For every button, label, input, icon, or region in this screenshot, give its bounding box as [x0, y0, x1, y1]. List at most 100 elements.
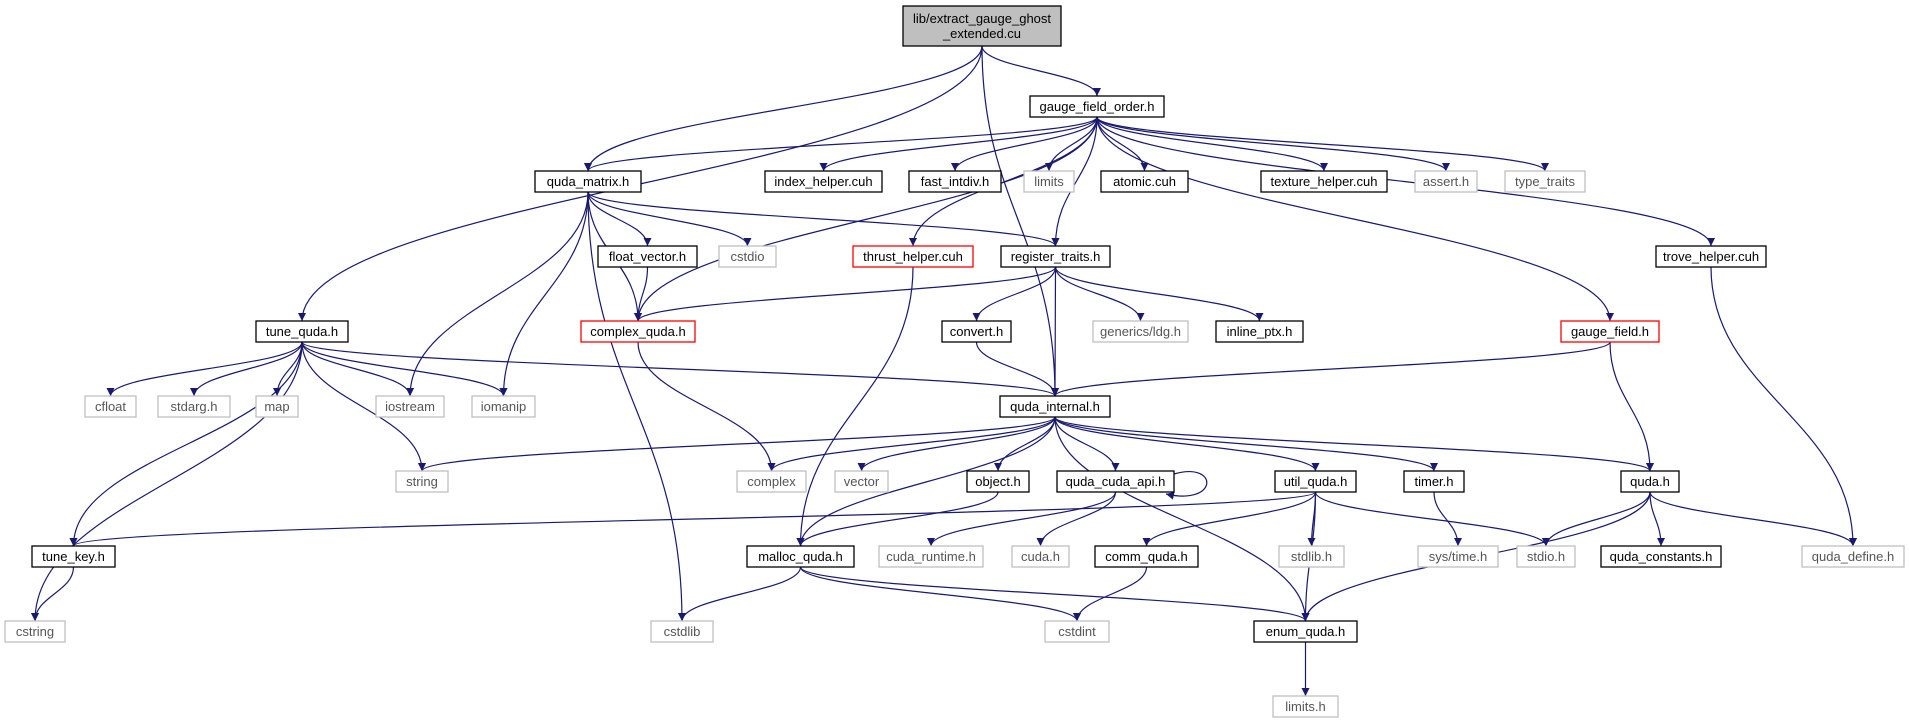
node-iomanip[interactable]: iomanip [471, 395, 536, 418]
node-limits[interactable]: limits [1023, 170, 1075, 193]
node-label: index_helper.cuh [774, 174, 872, 189]
node-box [736, 470, 807, 493]
node-label: type_traits [1515, 174, 1575, 189]
node-texture-helper[interactable]: texture_helper.cuh [1260, 170, 1388, 193]
node-gauge-field[interactable]: gauge_field.h [1560, 320, 1660, 343]
node-index-helper[interactable]: index_helper.cuh [764, 170, 883, 193]
node-box [1278, 545, 1345, 568]
edge-tune_quda-to-cstring [31, 341, 303, 622]
node-label: inline_ptx.h [1227, 324, 1293, 339]
node-cuda[interactable]: cuda.h [1011, 545, 1070, 568]
node-quda-cuda-api[interactable]: quda_cuda_api.h [1056, 470, 1175, 493]
node-object[interactable]: object.h [966, 470, 1030, 493]
node-label: cfloat [95, 399, 126, 414]
edge-util_quda-to-comm_quda [1142, 491, 1317, 547]
edge-gauge_field_order-to-type_traits [1096, 116, 1549, 172]
edge-malloc_quda-to-cstdlib [678, 566, 802, 622]
node-timer[interactable]: timer.h [1403, 470, 1465, 493]
node-stdio[interactable]: stdio.h [1516, 545, 1576, 568]
node-box [1600, 545, 1722, 568]
node-atomic[interactable]: atomic.cuh [1100, 170, 1189, 193]
node-label: comm_quda.h [1105, 549, 1187, 564]
node-fast-intdiv[interactable]: fast_intdiv.h [908, 170, 1002, 193]
edge-thrust_helper-to-malloc_quda [796, 266, 914, 547]
node-label: sys/time.h [1429, 549, 1488, 564]
node-box [852, 245, 974, 268]
node-sys-time[interactable]: sys/time.h [1417, 545, 1499, 568]
node-cstdio[interactable]: cstdio [718, 245, 777, 268]
node-comm-quda[interactable]: comm_quda.h [1094, 545, 1199, 568]
node-complex-quda[interactable]: complex_quda.h [580, 320, 696, 343]
node-quda-constants[interactable]: quda_constants.h [1600, 545, 1722, 568]
node-label: stdlib.h [1291, 549, 1332, 564]
node-malloc-quda[interactable]: malloc_quda.h [746, 545, 855, 568]
node-stdlib[interactable]: stdlib.h [1278, 545, 1345, 568]
edge-tune_quda-to-iostream [301, 341, 414, 397]
node-box [1044, 620, 1110, 643]
edge-quda_cuda_api-to-cuda [1036, 491, 1117, 547]
node-box [84, 395, 137, 418]
node-iostream[interactable]: iostream [375, 395, 445, 418]
node-string[interactable]: string [395, 470, 449, 493]
node-gauge-field-order[interactable]: gauge_field_order.h [1029, 95, 1165, 118]
node-enum-quda[interactable]: enum_quda.h [1253, 620, 1358, 643]
node-box [1417, 545, 1499, 568]
edge-trove_helper-to-quda_define [1710, 266, 1857, 547]
node-util-quda[interactable]: util_quda.h [1274, 470, 1357, 493]
node-cuda-runtime[interactable]: cuda_runtime.h [878, 545, 984, 568]
node-box [157, 395, 231, 418]
node-box [999, 395, 1111, 418]
node-label: quda_cuda_api.h [1066, 474, 1166, 489]
node-quda-internal[interactable]: quda_internal.h [999, 395, 1111, 418]
node-thrust-helper[interactable]: thrust_helper.cuh [852, 245, 974, 268]
node-label: vector [844, 474, 880, 489]
node-box [1620, 470, 1680, 493]
node-box [1274, 470, 1357, 493]
node-box [1260, 170, 1388, 193]
edge-quda-to-quda_define [1649, 491, 1857, 547]
node-vector[interactable]: vector [834, 470, 889, 493]
node-quda-matrix[interactable]: quda_matrix.h [534, 170, 642, 193]
node-box [580, 320, 696, 343]
node-quda-define[interactable]: quda_define.h [1801, 545, 1905, 568]
node-root[interactable]: lib/extract_gauge_ghost_extended.cu [902, 5, 1062, 47]
node-box [597, 245, 698, 268]
node-cstring[interactable]: cstring [4, 620, 66, 643]
edge-gauge_field_order-to-quda_matrix [584, 116, 1098, 172]
node-map[interactable]: map [255, 395, 299, 418]
node-generics-ldg[interactable]: generics/ldg.h [1092, 320, 1189, 343]
node-cfloat[interactable]: cfloat [84, 395, 137, 418]
node-limits-h[interactable]: limits.h [1272, 695, 1339, 718]
node-quda[interactable]: quda.h [1620, 470, 1680, 493]
edge-complex_quda-to-complex [637, 341, 776, 472]
edge-quda_matrix-to-register_traits [587, 191, 1060, 247]
node-label: _extended.cu [942, 26, 1021, 41]
node-assert[interactable]: assert.h [1414, 170, 1478, 193]
node-stdarg[interactable]: stdarg.h [157, 395, 231, 418]
node-type-traits[interactable]: type_traits [1504, 170, 1586, 193]
node-box [1801, 545, 1905, 568]
edge-quda-to-stdio [1542, 491, 1651, 547]
node-label: float_vector.h [609, 249, 686, 264]
node-tune-quda[interactable]: tune_quda.h [255, 320, 349, 343]
edge-quda_matrix-to-iomanip [499, 191, 589, 397]
edge-layer [31, 45, 1857, 696]
node-complex[interactable]: complex [736, 470, 807, 493]
edge-quda_internal-to-string [418, 416, 1056, 472]
edge-quda_matrix-to-cstdlib [587, 191, 686, 622]
node-float-vector[interactable]: float_vector.h [597, 245, 698, 268]
node-label: cstdio [731, 249, 765, 264]
node-tune-key[interactable]: tune_key.h [31, 545, 116, 568]
node-cstdlib[interactable]: cstdlib [650, 620, 714, 643]
node-label: texture_helper.cuh [1271, 174, 1378, 189]
edge-convert-to-quda_internal [975, 341, 1059, 397]
node-inline-ptx[interactable]: inline_ptx.h [1215, 320, 1304, 343]
node-cstdint[interactable]: cstdint [1044, 620, 1110, 643]
node-register-traits[interactable]: register_traits.h [1000, 245, 1111, 268]
edge-quda_matrix-to-iostream [406, 191, 589, 397]
node-convert[interactable]: convert.h [941, 320, 1012, 343]
node-label: cstring [16, 624, 54, 639]
node-box [908, 170, 1002, 193]
node-trove-helper[interactable]: trove_helper.cuh [1655, 245, 1767, 268]
node-box [1403, 470, 1465, 493]
